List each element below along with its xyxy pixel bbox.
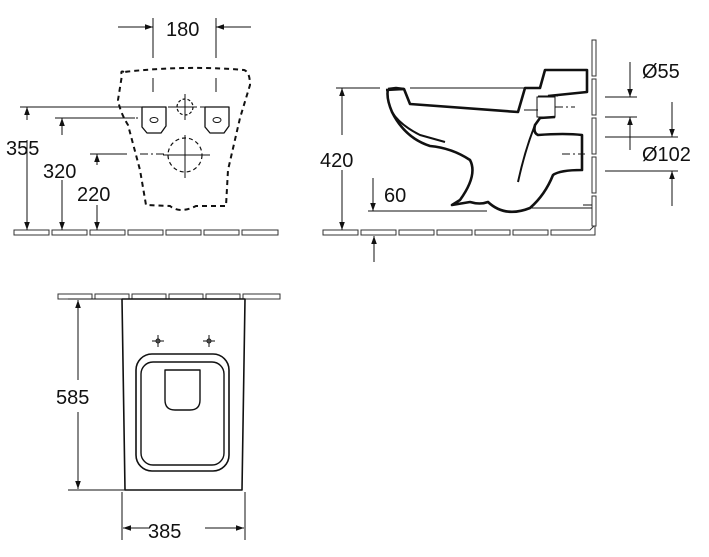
fixing-plate-right bbox=[204, 106, 230, 134]
dim-220: 220 bbox=[77, 184, 110, 206]
fixing-plate-left bbox=[141, 106, 167, 134]
dim-385: 385 bbox=[148, 521, 181, 543]
dim-60: 60 bbox=[384, 185, 406, 207]
floor-tiles bbox=[13, 229, 279, 236]
dim-diameter-102: Ø102 bbox=[642, 144, 691, 166]
wc-top-outline bbox=[121, 298, 246, 491]
floor-tiles-side bbox=[322, 223, 596, 236]
top-view: 585 385 bbox=[56, 293, 281, 543]
wc-dashed-outline bbox=[116, 66, 252, 211]
dim-585: 585 bbox=[56, 387, 89, 409]
side-view: 420 60 Ø55 Ø102 bbox=[320, 39, 691, 262]
dim-320: 320 bbox=[43, 161, 76, 183]
dim-355: 355 bbox=[6, 138, 39, 160]
dim-diameter-55: Ø55 bbox=[642, 61, 680, 83]
dim-180: 180 bbox=[166, 19, 199, 41]
bowl-outline bbox=[386, 68, 589, 214]
front-view: 180 355 320 220 bbox=[6, 18, 279, 236]
dim-420: 420 bbox=[320, 150, 353, 172]
seat-outline bbox=[135, 353, 230, 472]
wall bbox=[591, 39, 597, 227]
lid-hinge-notch bbox=[164, 369, 201, 411]
inlet-connector bbox=[536, 96, 556, 118]
